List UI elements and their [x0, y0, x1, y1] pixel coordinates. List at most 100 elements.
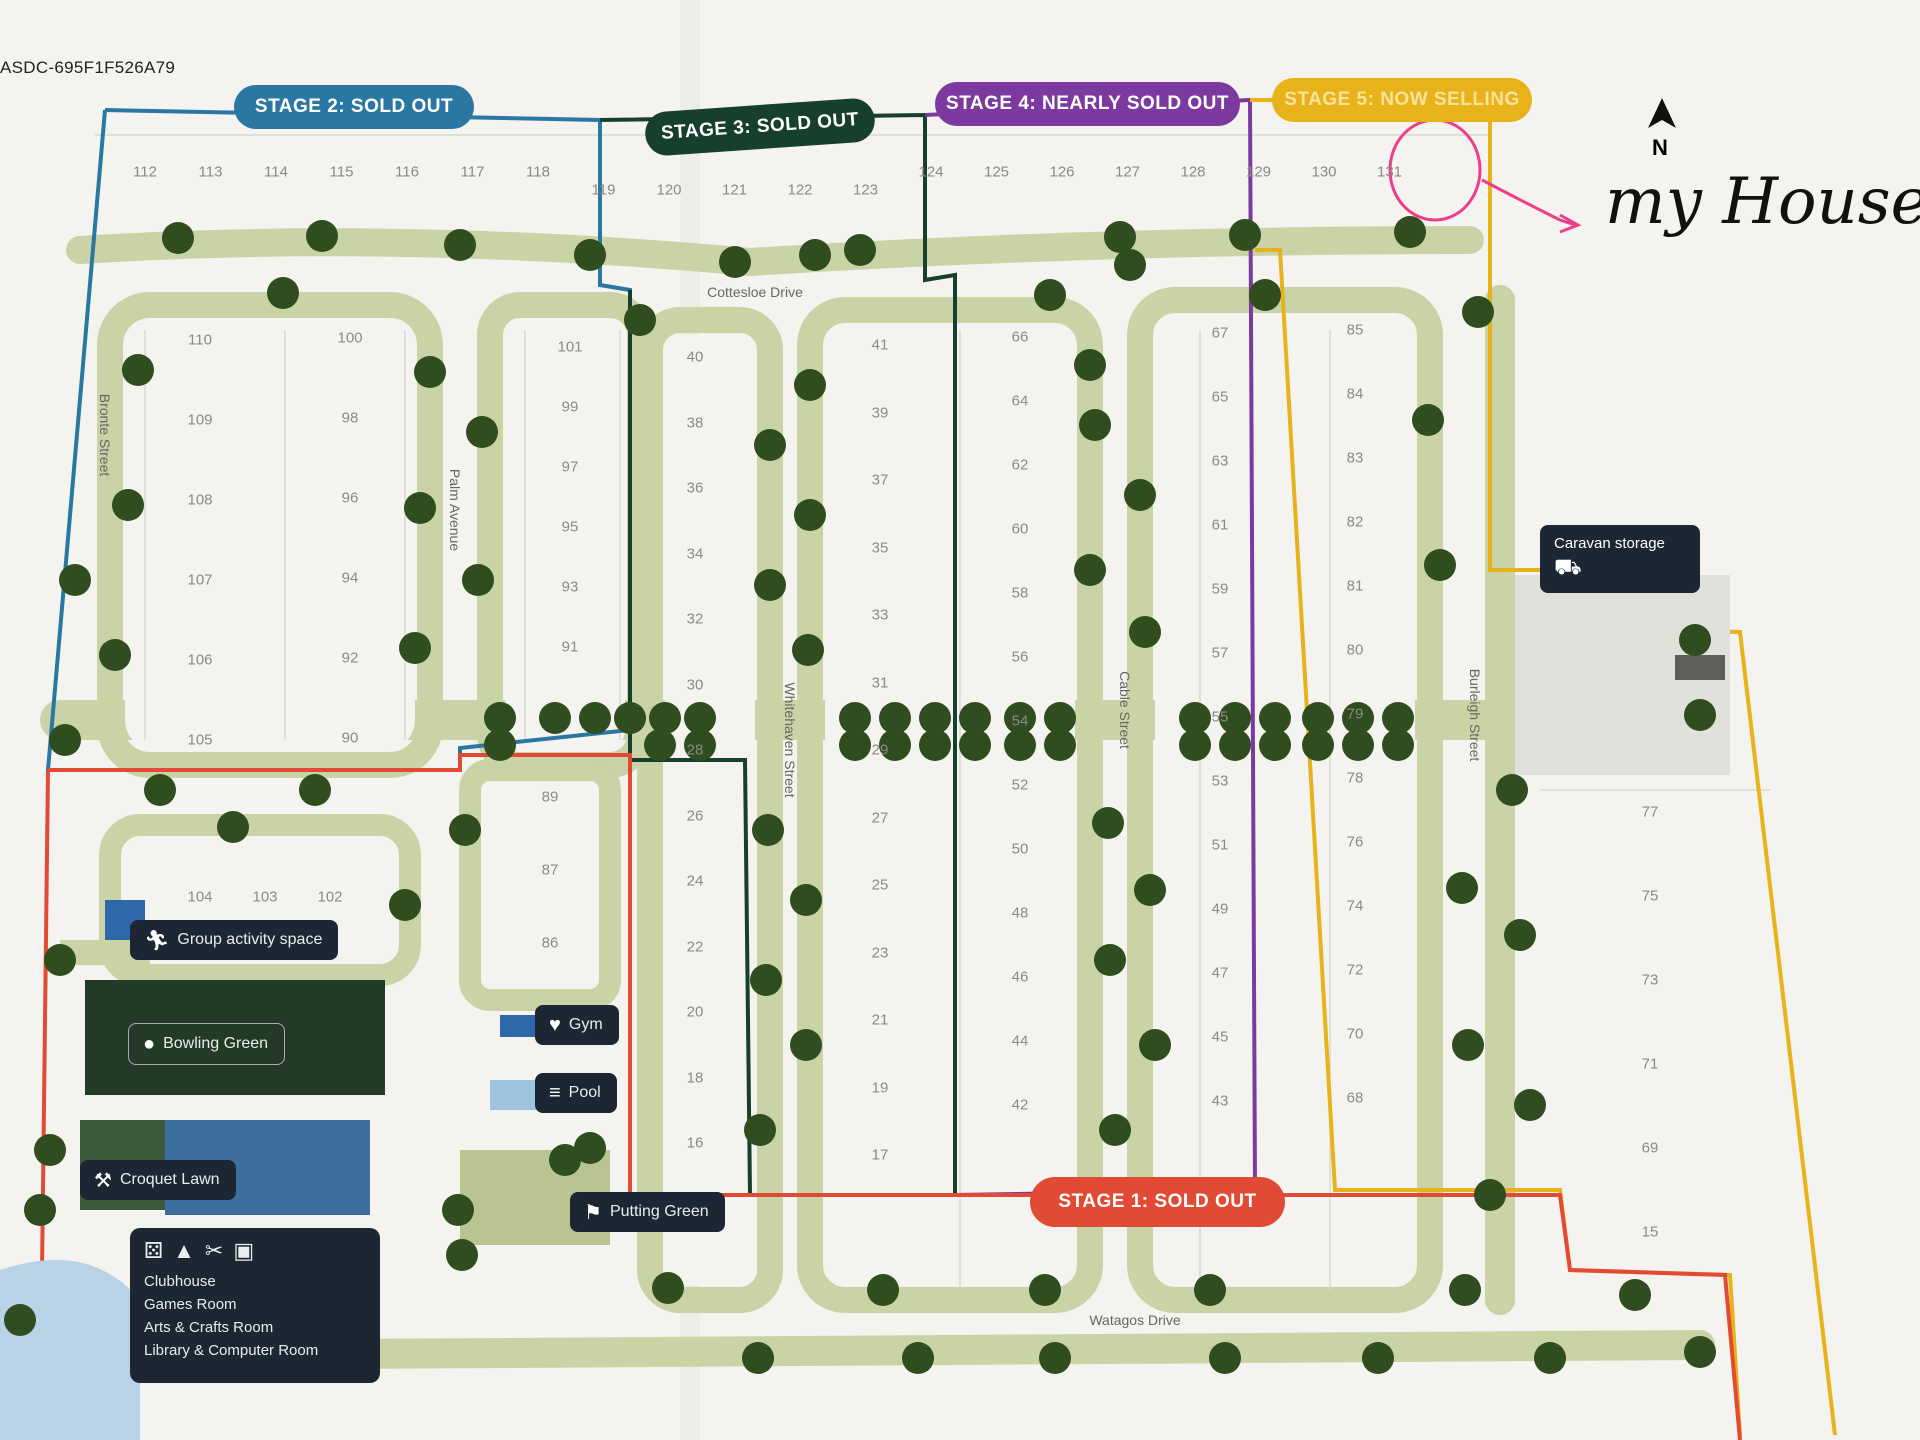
tree: [1424, 549, 1456, 581]
lot-102: 102: [317, 888, 343, 906]
tree: [1004, 702, 1036, 734]
pool-ladder-icon: ≡: [549, 1081, 561, 1104]
bowling-green-label[interactable]: ●Bowling Green: [128, 1023, 286, 1065]
tree: [1514, 1089, 1546, 1121]
lot-42: 42: [1011, 1096, 1029, 1114]
tree: [574, 1132, 606, 1164]
running-person-icon: 🏃︎: [144, 929, 170, 952]
lot-105: 105: [187, 731, 213, 749]
clubhouse-line-3: Arts & Crafts Room: [144, 1319, 274, 1336]
tree: [1684, 1336, 1716, 1368]
tree: [649, 702, 681, 734]
tree: [1029, 1274, 1061, 1306]
tree: [624, 304, 656, 336]
pool-label[interactable]: ≡Pool: [535, 1073, 617, 1113]
handwritten-note: my House: [1605, 165, 1920, 239]
tree: [539, 702, 571, 734]
tree: [267, 277, 299, 309]
street-cottesloe: Cottesloe Drive: [707, 284, 803, 300]
lot-127: 127: [1114, 163, 1141, 181]
lot-107: 107: [187, 571, 213, 589]
lot-103: 103: [252, 888, 278, 906]
tree: [1209, 1342, 1241, 1374]
tree: [1039, 1342, 1071, 1374]
lot-58: 58: [1011, 584, 1029, 602]
lot-49: 49: [1211, 900, 1229, 918]
tree: [1462, 296, 1494, 328]
croquet-lawn-label[interactable]: ⚒︎Croquet Lawn: [80, 1160, 236, 1200]
lot-98: 98: [341, 409, 359, 427]
tree: [684, 702, 716, 734]
lot-66: 66: [1011, 328, 1029, 346]
tree: [549, 1144, 581, 1176]
tree: [742, 1342, 774, 1374]
lot-92: 92: [341, 649, 359, 667]
tree: [579, 702, 611, 734]
lot-44: 44: [1011, 1032, 1029, 1050]
tree: [1074, 349, 1106, 381]
gym-label[interactable]: ♥Gym: [535, 1005, 619, 1045]
tree: [754, 569, 786, 601]
tree: [24, 1194, 56, 1226]
lot-106: 106: [187, 651, 213, 669]
lot-85: 85: [1346, 321, 1364, 339]
putting-green-label[interactable]: ⚑Putting Green: [570, 1192, 725, 1232]
lot-43: 43: [1211, 1092, 1229, 1110]
tree: [59, 564, 91, 596]
lot-60: 60: [1011, 520, 1029, 538]
lot-70: 70: [1346, 1025, 1364, 1043]
tree: [1362, 1342, 1394, 1374]
tree: [652, 1272, 684, 1304]
tree: [959, 729, 991, 761]
tree: [1684, 699, 1716, 731]
lot-83: 83: [1346, 449, 1364, 467]
lot-62: 62: [1011, 456, 1029, 474]
lot-86: 86: [541, 934, 559, 952]
lot-72: 72: [1346, 961, 1364, 979]
tree: [959, 702, 991, 734]
group-activity-label[interactable]: 🏃︎Group activity space: [130, 920, 339, 960]
document-id: ASDC-695F1F526A79: [0, 58, 176, 77]
caravan-storage-label[interactable]: Caravan storage ⛟: [1540, 525, 1700, 593]
croquet-icon: ⚒︎: [94, 1169, 112, 1192]
lot-22: 22: [686, 938, 704, 955]
tree: [1412, 404, 1444, 436]
tree: [1449, 1274, 1481, 1306]
lot-121: 121: [721, 181, 748, 199]
lot-17: 17: [871, 1146, 889, 1164]
lot-24: 24: [686, 872, 704, 890]
lot-32: 32: [686, 610, 704, 628]
lot-31: 31: [871, 674, 889, 691]
lot-120: 120: [656, 181, 682, 199]
tree: [794, 369, 826, 401]
tree: [404, 492, 436, 524]
lot-65: 65: [1211, 388, 1229, 406]
stage-5-pill: STAGE 5: NOW SELLING: [1272, 78, 1532, 122]
lot-25: 25: [871, 876, 889, 894]
tree: [444, 229, 476, 261]
tree: [790, 1029, 822, 1061]
lot-95: 95: [561, 518, 579, 536]
tree: [879, 702, 911, 734]
lot-93: 93: [561, 578, 579, 596]
lot-96: 96: [341, 489, 359, 507]
clubhouse-panel[interactable]: ⚄▲✂▣ Clubhouse Games Room Arts & Crafts …: [130, 1228, 380, 1383]
lot-35: 35: [871, 539, 889, 556]
tree: [449, 814, 481, 846]
north-arrow-icon: [1648, 98, 1676, 128]
lot-61: 61: [1211, 516, 1229, 534]
lot-123: 123: [852, 181, 879, 199]
tree: [1124, 479, 1156, 511]
lot-91: 91: [561, 638, 579, 656]
tree: [1074, 554, 1106, 586]
tree: [1094, 944, 1126, 976]
lot-73: 73: [1641, 971, 1659, 989]
lot-81: 81: [1346, 577, 1364, 595]
tree: [217, 811, 249, 843]
lot-16: 16: [686, 1134, 704, 1152]
tree: [112, 489, 144, 521]
lot-79: 79: [1346, 705, 1364, 723]
tree: [1474, 1179, 1506, 1211]
lot-50: 50: [1011, 840, 1029, 858]
tree: [1134, 874, 1166, 906]
